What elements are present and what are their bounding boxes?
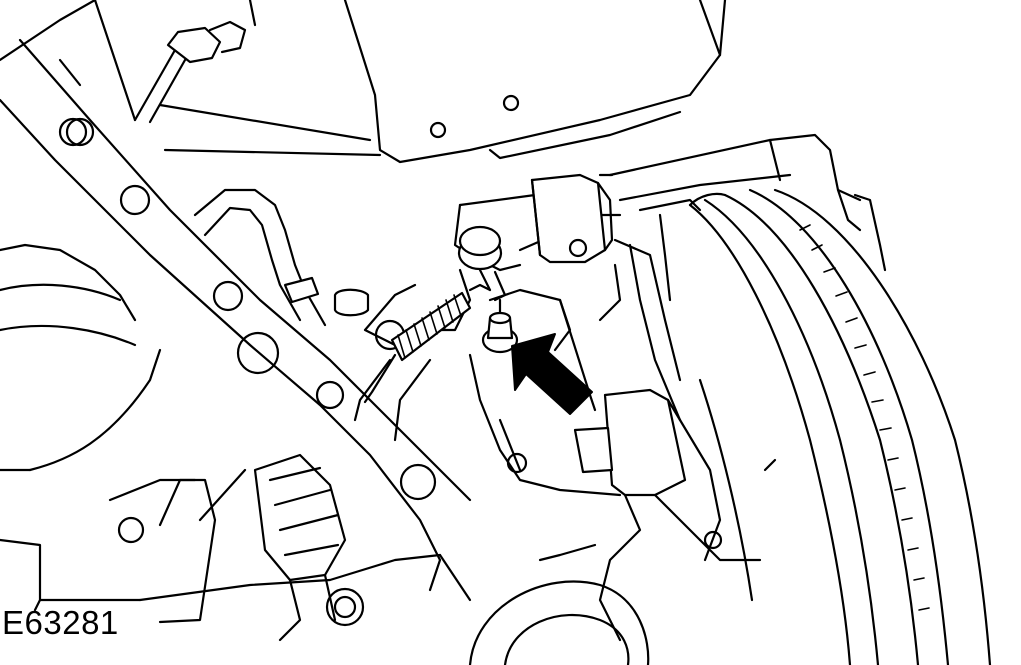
figure-id-label: E63281 <box>2 604 119 641</box>
return-spring <box>363 283 492 404</box>
lower-hub <box>438 553 650 665</box>
bleed-screw <box>481 298 519 354</box>
upper-guide-bolt <box>530 173 614 264</box>
arrow-icon <box>511 333 593 415</box>
middle-hose <box>193 188 370 327</box>
upper-bracket <box>58 0 727 164</box>
left-structure <box>0 0 217 624</box>
bleed-cap <box>457 225 507 302</box>
lower-guide-bolt <box>538 388 762 642</box>
caliper-carrier <box>598 133 887 422</box>
lower-base <box>38 553 442 627</box>
lower-cylinder <box>198 453 347 642</box>
brake-disc <box>688 188 992 665</box>
upper-hose <box>93 0 257 124</box>
diagonal-arm <box>0 38 472 592</box>
